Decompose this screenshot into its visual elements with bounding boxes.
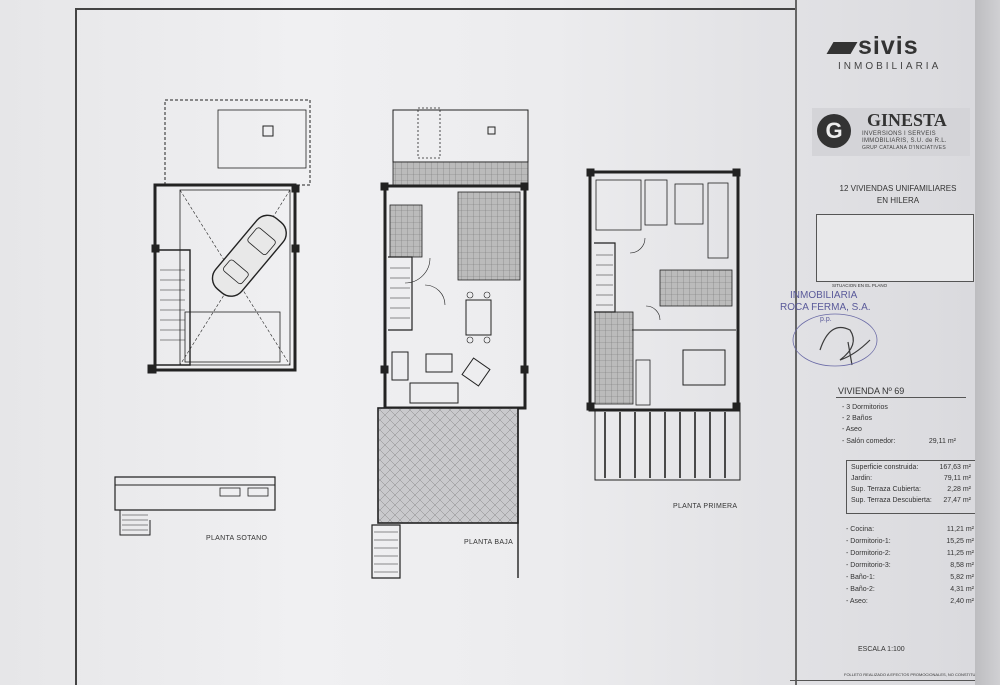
room-row: - Baño-1: 5,82 m² xyxy=(846,572,974,584)
room-row: - Dormitorio-3: 8,58 m² xyxy=(846,560,974,572)
room-value: 8,58 m² xyxy=(950,562,974,569)
stamp-pp: p.p. xyxy=(820,316,832,323)
superficie-row: Sup. Terraza Descubierta: 27,47 m² xyxy=(851,495,971,506)
footer-disclaimer: FOLLETO REALIZADO A EFECTOS PROMOCIONALE… xyxy=(844,672,997,677)
room-label: - Baño-1: xyxy=(846,574,875,581)
room-row: - Aseo: 2,40 m² xyxy=(846,596,974,608)
superficie-value: 79,11 m² xyxy=(943,475,971,482)
salon-value: 29,11 m² xyxy=(928,438,956,445)
room-value: 11,25 m² xyxy=(946,550,974,557)
feature-item: - 2 Baños xyxy=(842,415,872,422)
superficie-value: 2,28 m² xyxy=(947,486,971,493)
sivis-subtitle: INMOBILIARIA xyxy=(838,61,942,72)
superficie-label: Sup. Terraza Cubierta: xyxy=(851,486,921,493)
superficie-row: Jardin: 79,11 m² xyxy=(851,473,971,484)
room-row: - Cocina: 11,21 m² xyxy=(846,524,974,536)
situation-map xyxy=(816,214,974,282)
room-label: - Dormitorio-2: xyxy=(846,550,891,557)
room-label: - Dormitorio-1: xyxy=(846,538,891,545)
project-title-line1: 12 VIVIENDAS UNIFAMILIARES xyxy=(839,184,957,193)
sivis-logo: sivis INMOBILIARIA xyxy=(826,32,942,72)
planta-sotano-drawing xyxy=(114,99,311,536)
ginesta-line2: IMMOBILIARIS, S.U. de R.L. xyxy=(862,138,947,144)
planta-baja-label: PLANTA BAJA xyxy=(464,539,514,546)
feature-item: - 3 Dormitorios xyxy=(842,404,888,411)
superficies-box: Superficie construida: 167,63 m² Jardin: 7… xyxy=(846,460,976,514)
company-stamp: INMOBILIARIA ROCA FERMA, S.A. p.p. xyxy=(780,290,871,326)
ginesta-line1: INVERSIONS I SERVEIS xyxy=(862,131,936,137)
superficie-row: Superficie construida: 167,63 m² xyxy=(851,462,971,473)
ginesta-logo: G GINESTA INVERSIONS I SERVEIS IMMOBILIA… xyxy=(812,108,970,156)
room-label: - Cocina: xyxy=(846,526,875,533)
salon-row: - Salón comedor: 29,11 m² xyxy=(842,436,972,447)
frame-right xyxy=(795,0,797,685)
project-title-line2: EN HILERA xyxy=(876,196,920,205)
planta-sotano-label: PLANTA SOTANO xyxy=(206,535,268,542)
planta-baja-drawing xyxy=(371,107,529,579)
stamp-line2: ROCA FERMA, S.A. xyxy=(780,302,871,313)
superficie-label: Sup. Terraza Descubierta: xyxy=(851,497,932,504)
room-value: 15,25 m² xyxy=(946,538,974,545)
feature-item: - Aseo xyxy=(842,426,862,433)
sivis-slash-icon xyxy=(826,42,858,54)
vivienda-divider xyxy=(836,397,966,398)
room-label: - Aseo: xyxy=(846,598,868,605)
room-label: - Dormitorio-3: xyxy=(846,562,891,569)
ginesta-line3: GRUP CATALANA D'INICIATIVES xyxy=(862,145,946,151)
room-value: 2,40 m² xyxy=(950,598,974,605)
frame-bottom xyxy=(790,680,975,681)
stamp-line1: INMOBILIARIA xyxy=(790,290,858,301)
salon-label: - Salón comedor: xyxy=(842,438,896,445)
features-list: - 3 Dormitorios - 2 Baños - Aseo xyxy=(842,402,888,435)
planta-primera-label: PLANTA PRIMERA xyxy=(673,503,738,510)
room-row: - Baño-2: 4,31 m² xyxy=(846,584,974,596)
background-edge xyxy=(975,0,1000,685)
frame-top xyxy=(75,8,795,10)
scale-label: ESCALA 1:100 xyxy=(858,646,905,653)
planta-primera-drawing xyxy=(586,168,741,481)
superficie-label: Jardin: xyxy=(851,475,873,482)
superficie-row: Sup. Terraza Cubierta: 2,28 m² xyxy=(851,484,971,495)
room-label: - Baño-2: xyxy=(846,586,875,593)
signature-drawing xyxy=(792,313,878,367)
rooms-list: - Cocina: 11,21 m² - Dormitorio-1: 15,25 m… xyxy=(846,524,974,608)
superficie-value: 167,63 m² xyxy=(939,464,971,471)
project-title: 12 VIVIENDAS UNIFAMILIARES EN HILERA xyxy=(823,183,973,207)
room-value: 5,82 m² xyxy=(950,574,974,581)
ginesta-name: GINESTA xyxy=(867,110,947,130)
room-row: - Dormitorio-1: 15,25 m² xyxy=(846,536,974,548)
sivis-name: sivis xyxy=(858,32,919,60)
situation-label: SITUACION EN EL PLANO xyxy=(832,283,888,288)
room-value: 11,21 m² xyxy=(946,526,974,533)
vivienda-title: VIVIENDA Nº 69 xyxy=(838,386,905,396)
superficie-label: Superficie construida: xyxy=(851,464,919,471)
superficie-value: 27,47 m² xyxy=(943,497,971,504)
room-value: 4,31 m² xyxy=(950,586,974,593)
room-row: - Dormitorio-2: 11,25 m² xyxy=(846,548,974,560)
ginesta-g-icon: G xyxy=(817,114,851,148)
frame-left xyxy=(75,8,77,685)
